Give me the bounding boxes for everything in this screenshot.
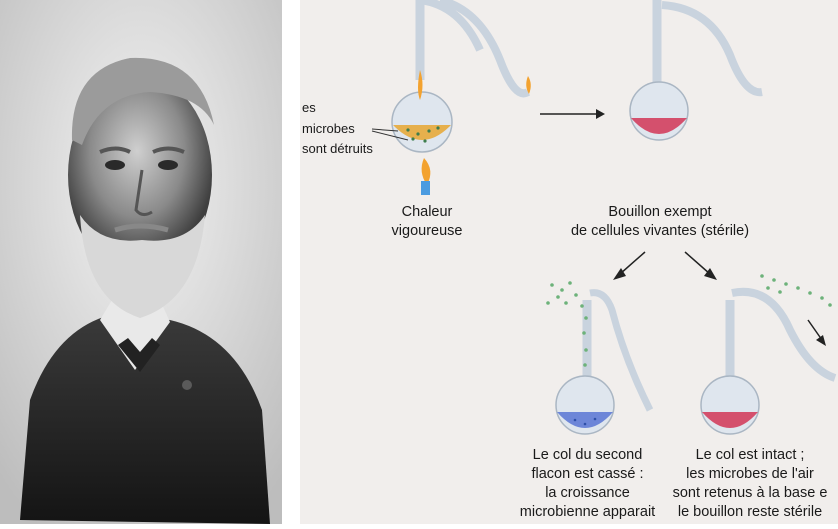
broken-neck-label: Le col du second flacon est cassé : la c… (495, 446, 680, 522)
microbes-label-1: es (302, 99, 316, 116)
sterile-broth-label: Bouillon exempt de cellules vivantes (st… (545, 203, 775, 241)
intact-neck-label: Le col est intact ; les microbes de l'ai… (655, 446, 838, 522)
broken-label-line-1: Le col du second (495, 446, 680, 465)
heat-label: Chaleur vigoureuse (372, 203, 482, 241)
intact-label-line-3: sont retenus à la base e (655, 484, 838, 503)
broken-label-line-2: flacon est cassé : (495, 465, 680, 484)
intact-label-line-2: les microbes de l'air (655, 465, 838, 484)
portrait-illustration (0, 0, 282, 524)
microbes-label-2: microbes (302, 120, 355, 137)
broken-label-line-4: microbienne apparait (495, 503, 680, 522)
heat-label-line-1: Chaleur (372, 203, 482, 222)
broken-label-line-3: la croissance (495, 484, 680, 503)
sterile-label-line-1: Bouillon exempt (545, 203, 775, 222)
pasteur-swan-neck-diagram: es microbes sont détruits Chaleur vigour… (300, 0, 838, 524)
heat-label-line-2: vigoureuse (372, 222, 482, 241)
intact-label-line-4: le bouillon reste stérile (655, 503, 838, 522)
microbes-label-3: sont détruits (302, 140, 373, 157)
sterile-label-line-2: de cellules vivantes (stérile) (545, 222, 775, 241)
portrait-photo (0, 0, 282, 524)
intact-label-line-1: Le col est intact ; (655, 446, 838, 465)
